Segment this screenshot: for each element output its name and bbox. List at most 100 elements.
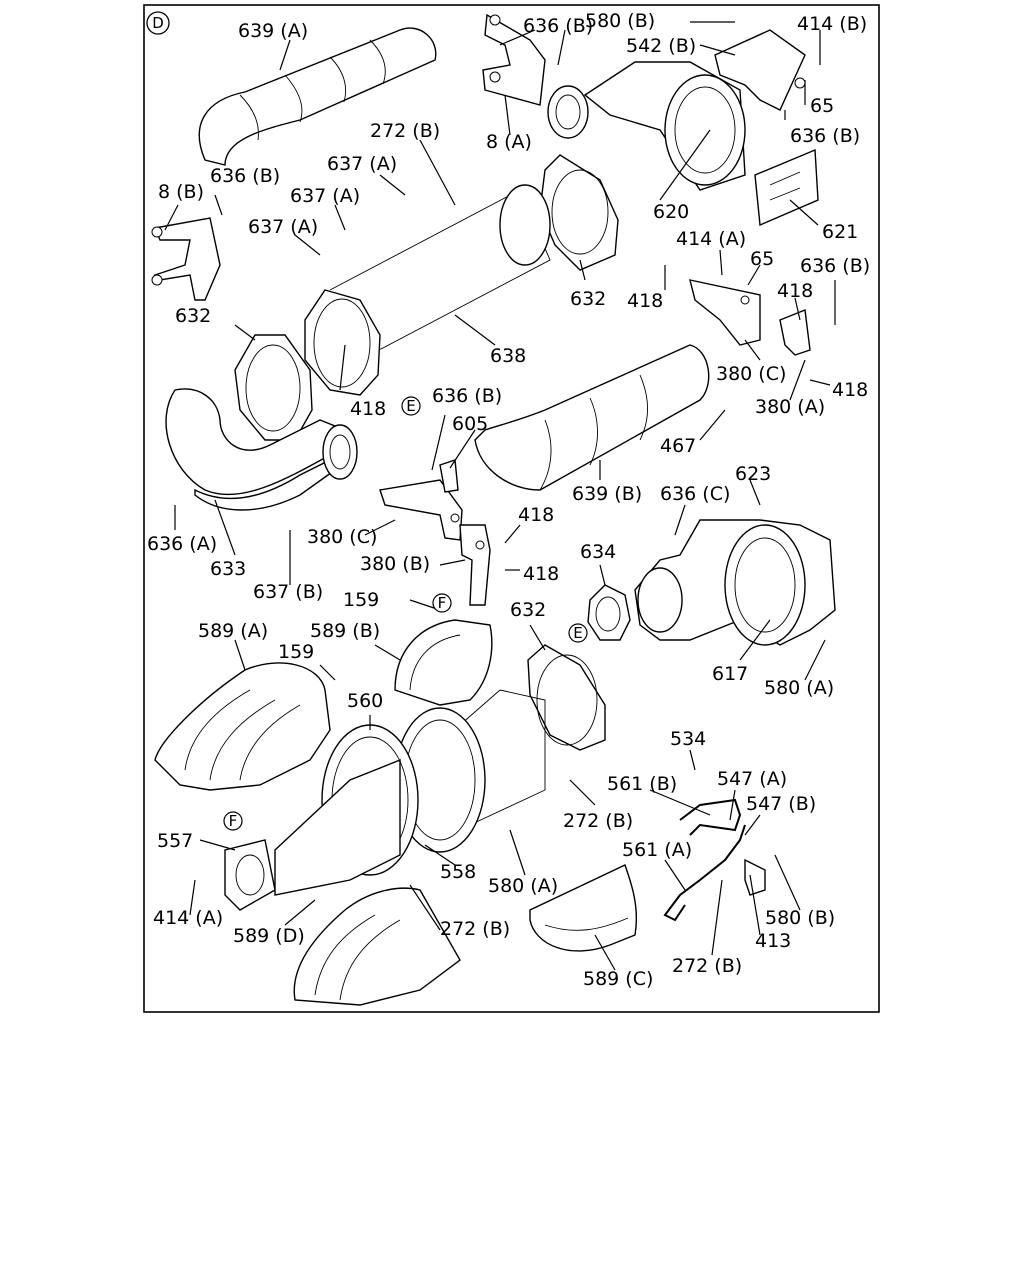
part-bracket-8a xyxy=(482,13,546,106)
callout-617: 617 xyxy=(712,663,748,685)
callout-636b-mid: 636 (B) xyxy=(800,255,870,277)
callout-380c-right: 380 (C) xyxy=(716,363,786,385)
callout-637a-2: 637 (A) xyxy=(290,185,360,207)
section-marker-d: D xyxy=(146,11,170,35)
callout-557: 557 xyxy=(157,830,193,852)
part-plate-621 xyxy=(754,148,819,227)
callout-561a: 561 (A) xyxy=(622,839,692,861)
callout-580a-lower: 580 (A) xyxy=(488,875,558,897)
part-converter-body-558 xyxy=(394,689,546,853)
callout-621: 621 xyxy=(822,221,858,243)
part-cone-shield-589d xyxy=(293,887,461,1006)
callout-636b-left: 636 (B) xyxy=(210,165,280,187)
callout-534: 534 xyxy=(670,728,706,750)
callout-634: 634 xyxy=(580,541,616,563)
callout-547a: 547 (A) xyxy=(717,768,787,790)
leader-lines xyxy=(164,21,836,971)
callout-636b-center: 636 (B) xyxy=(432,385,502,407)
callout-8b: 8 (B) xyxy=(158,181,204,203)
diagram-frame xyxy=(143,4,880,1013)
callout-272b-bottom: 272 (B) xyxy=(672,955,742,977)
callout-467: 467 xyxy=(660,435,696,457)
part-inlet-plate-557 xyxy=(224,758,401,911)
callout-labels: 639 (A) 636 (B) 580 (B) 414 (B) 542 (B) … xyxy=(147,10,870,990)
callout-638: 638 xyxy=(490,345,526,367)
part-bracket-380b xyxy=(459,524,491,606)
part-gasket-632-left xyxy=(234,334,313,441)
part-tube-638 xyxy=(329,184,551,361)
callout-547b: 547 (B) xyxy=(746,793,816,815)
callout-636b-top: 636 (B) xyxy=(523,15,593,37)
callout-580a-right: 580 (A) xyxy=(764,677,834,699)
callout-159-upper: 159 xyxy=(343,589,379,611)
callout-632-lower: 632 xyxy=(510,599,546,621)
callout-639b: 639 (B) xyxy=(572,483,642,505)
callout-637b: 637 (B) xyxy=(253,581,323,603)
callout-418-center-low: 418 xyxy=(523,563,559,585)
part-gasket-632-upper xyxy=(539,154,619,271)
callout-632-upper: 632 xyxy=(570,288,606,310)
marker-f-upper: F xyxy=(432,593,452,613)
callout-632-left: 632 xyxy=(175,305,211,327)
part-bracket-605 xyxy=(439,459,459,493)
callout-418-mid: 418 xyxy=(627,290,663,312)
part-gasket-634 xyxy=(587,584,631,641)
callout-8a: 8 (A) xyxy=(486,131,532,153)
callout-65-mid: 65 xyxy=(750,248,774,270)
marker-f-lower: F xyxy=(223,811,243,831)
callout-636a: 636 (A) xyxy=(147,533,217,555)
callout-418-center-top: 418 xyxy=(518,504,554,526)
part-gasket-left-2 xyxy=(304,289,381,396)
part-ring-shield-589b xyxy=(394,619,493,706)
callout-560: 560 xyxy=(347,690,383,712)
callout-418-right-low: 418 xyxy=(832,379,868,401)
callout-558: 558 xyxy=(440,861,476,883)
callout-589c: 589 (C) xyxy=(583,968,653,990)
part-outlet-617 xyxy=(634,519,836,646)
callout-380a: 380 (A) xyxy=(755,396,825,418)
marker-e-lower-label: E xyxy=(573,624,582,642)
callout-65-top: 65 xyxy=(810,95,834,117)
callout-414b: 414 (B) xyxy=(797,13,867,35)
marker-f-upper-label: F xyxy=(438,594,447,612)
callout-580b-lower: 580 (B) xyxy=(765,907,835,929)
callout-589d: 589 (D) xyxy=(233,925,305,947)
part-gasket-632-lower xyxy=(527,644,606,751)
part-bracket-414b xyxy=(714,29,806,111)
callout-414a-lower: 414 (A) xyxy=(153,907,223,929)
part-bracket-380c-right xyxy=(689,279,761,346)
callout-380b: 380 (B) xyxy=(360,553,430,575)
callout-380c-center: 380 (C) xyxy=(307,526,377,548)
part-cone-shield-589a xyxy=(154,662,331,791)
part-wrap-shield-589c xyxy=(529,864,638,952)
callout-272b-center: 272 (B) xyxy=(563,810,633,832)
part-sensor-pipe-561 xyxy=(663,798,766,922)
part-bracket-8b xyxy=(151,217,221,301)
callout-623: 623 xyxy=(735,463,771,485)
callout-637a-1: 637 (A) xyxy=(327,153,397,175)
callout-414a-top: 414 (A) xyxy=(676,228,746,250)
section-marker-d-label: D xyxy=(152,14,164,32)
callout-413: 413 xyxy=(755,930,791,952)
callout-633: 633 xyxy=(210,558,246,580)
marker-e-lower: E xyxy=(568,623,588,643)
part-bracket-380a xyxy=(779,309,811,356)
callout-605: 605 xyxy=(452,413,488,435)
part-pipe-542b xyxy=(547,61,746,191)
callout-542b: 542 (B) xyxy=(626,35,696,57)
callout-272b-lower: 272 (B) xyxy=(440,918,510,940)
marker-e-upper: E xyxy=(401,396,421,416)
part-heat-shield-639b xyxy=(474,344,710,491)
marker-f-lower-label: F xyxy=(229,812,238,830)
callout-418-left: 418 xyxy=(350,398,386,420)
part-inlet-elbow-633 xyxy=(165,388,358,511)
callout-636b-right: 636 (B) xyxy=(790,125,860,147)
callout-639a: 639 (A) xyxy=(238,20,308,42)
callout-272b-top: 272 (B) xyxy=(370,120,440,142)
callout-159-lower: 159 xyxy=(278,641,314,663)
callout-418-right-top: 418 xyxy=(777,280,813,302)
part-heat-shield-639a xyxy=(198,27,437,166)
callout-580b-top: 580 (B) xyxy=(585,10,655,32)
callout-561b: 561 (B) xyxy=(607,773,677,795)
